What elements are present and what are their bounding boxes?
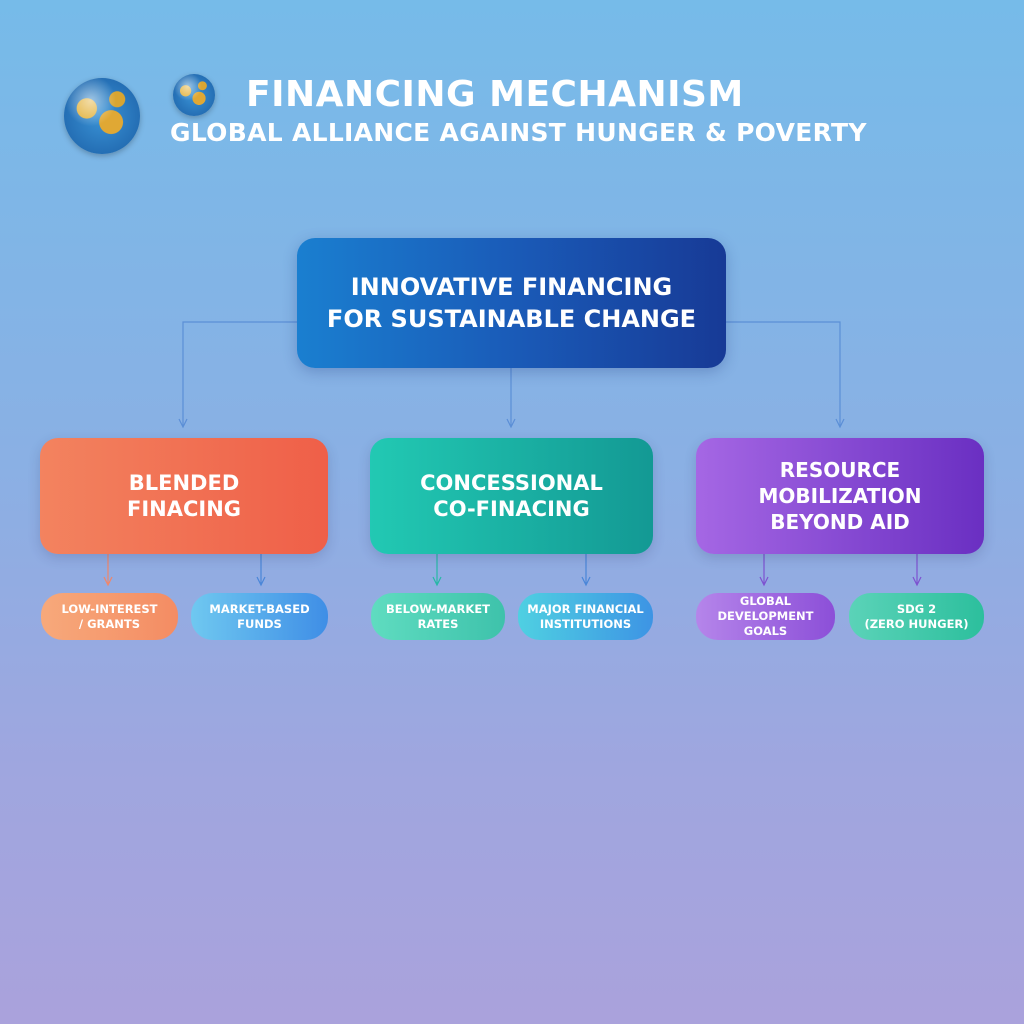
leaf-label-line1: MARKET-BASED (209, 601, 310, 616)
branch-label-line1: RESOURCE MOBILIZATION (758, 458, 922, 508)
leaf-node-below-market: BELOW-MARKET RATES (371, 593, 505, 640)
connector-resource-left (759, 554, 769, 587)
branch-label-line2: FINACING (126, 497, 242, 521)
arrow-root-left (178, 418, 188, 429)
leaf-label-line2: RATES (417, 616, 459, 631)
connector-blended-right (256, 554, 266, 587)
connector-concessional-left (432, 554, 442, 587)
leaf-node-sdg2: SDG 2 (ZERO HUNGER) (849, 593, 984, 640)
leaf-label-line2: INSTITUTIONS (539, 616, 632, 631)
page-title: FINANCING MECHANISM (246, 74, 744, 115)
leaf-node-financial-institutions: MAJOR FINANCIAL INSTITUTIONS (518, 593, 653, 640)
leaf-label-line1: MAJOR FINANCIAL (527, 601, 644, 616)
arrow-root-center (506, 418, 516, 429)
root-node-line1: INNOVATIVE FINANCING (350, 273, 673, 301)
leaf-label-line2: (ZERO HUNGER) (864, 616, 969, 631)
connector-root-right (726, 321, 841, 426)
branch-node-blended: BLENDED FINACING (40, 438, 328, 554)
root-node-line2: FOR SUSTAINABLE CHANGE (326, 305, 697, 333)
leaf-label-line2: FUNDS (237, 616, 282, 631)
branch-label-line1: CONCESSIONAL (420, 471, 603, 495)
branch-label-line2: CO-FINACING (433, 497, 590, 521)
page-subtitle: GLOBAL ALLIANCE AGAINST HUNGER & POVERTY (170, 118, 867, 147)
leaf-node-development-goals: GLOBAL DEVELOPMENT GOALS (696, 593, 835, 640)
branch-node-concessional: CONCESSIONAL CO-FINACING (370, 438, 653, 554)
branch-label-line1: BLENDED (128, 471, 240, 495)
leaf-node-market-based: MARKET-BASED FUNDS (191, 593, 328, 640)
leaf-label-line2: GOALS (743, 624, 788, 638)
branch-label-line2: BEYOND AID (770, 510, 910, 534)
leaf-label-line2: / GRANTS (78, 616, 141, 631)
leaf-label-line1: BELOW-MARKET (385, 601, 491, 616)
leaf-label-line1: SDG 2 (896, 601, 937, 616)
arrow-root-right (835, 418, 845, 429)
connector-root-left (182, 321, 297, 426)
connector-resource-right (912, 554, 922, 587)
leaf-label-line1: LOW-INTEREST (61, 601, 158, 616)
globe-small-icon (173, 74, 215, 116)
leaf-node-low-interest: LOW-INTEREST / GRANTS (41, 593, 178, 640)
leaf-label-line1: GLOBAL DEVELOPMENT (717, 594, 814, 623)
root-node: INNOVATIVE FINANCING FOR SUSTAINABLE CHA… (297, 238, 726, 368)
connector-concessional-right (581, 554, 591, 587)
connector-blended-left (103, 554, 113, 587)
branch-node-resource-mobilization: RESOURCE MOBILIZATION BEYOND AID (696, 438, 984, 554)
globe-icon (64, 78, 140, 154)
